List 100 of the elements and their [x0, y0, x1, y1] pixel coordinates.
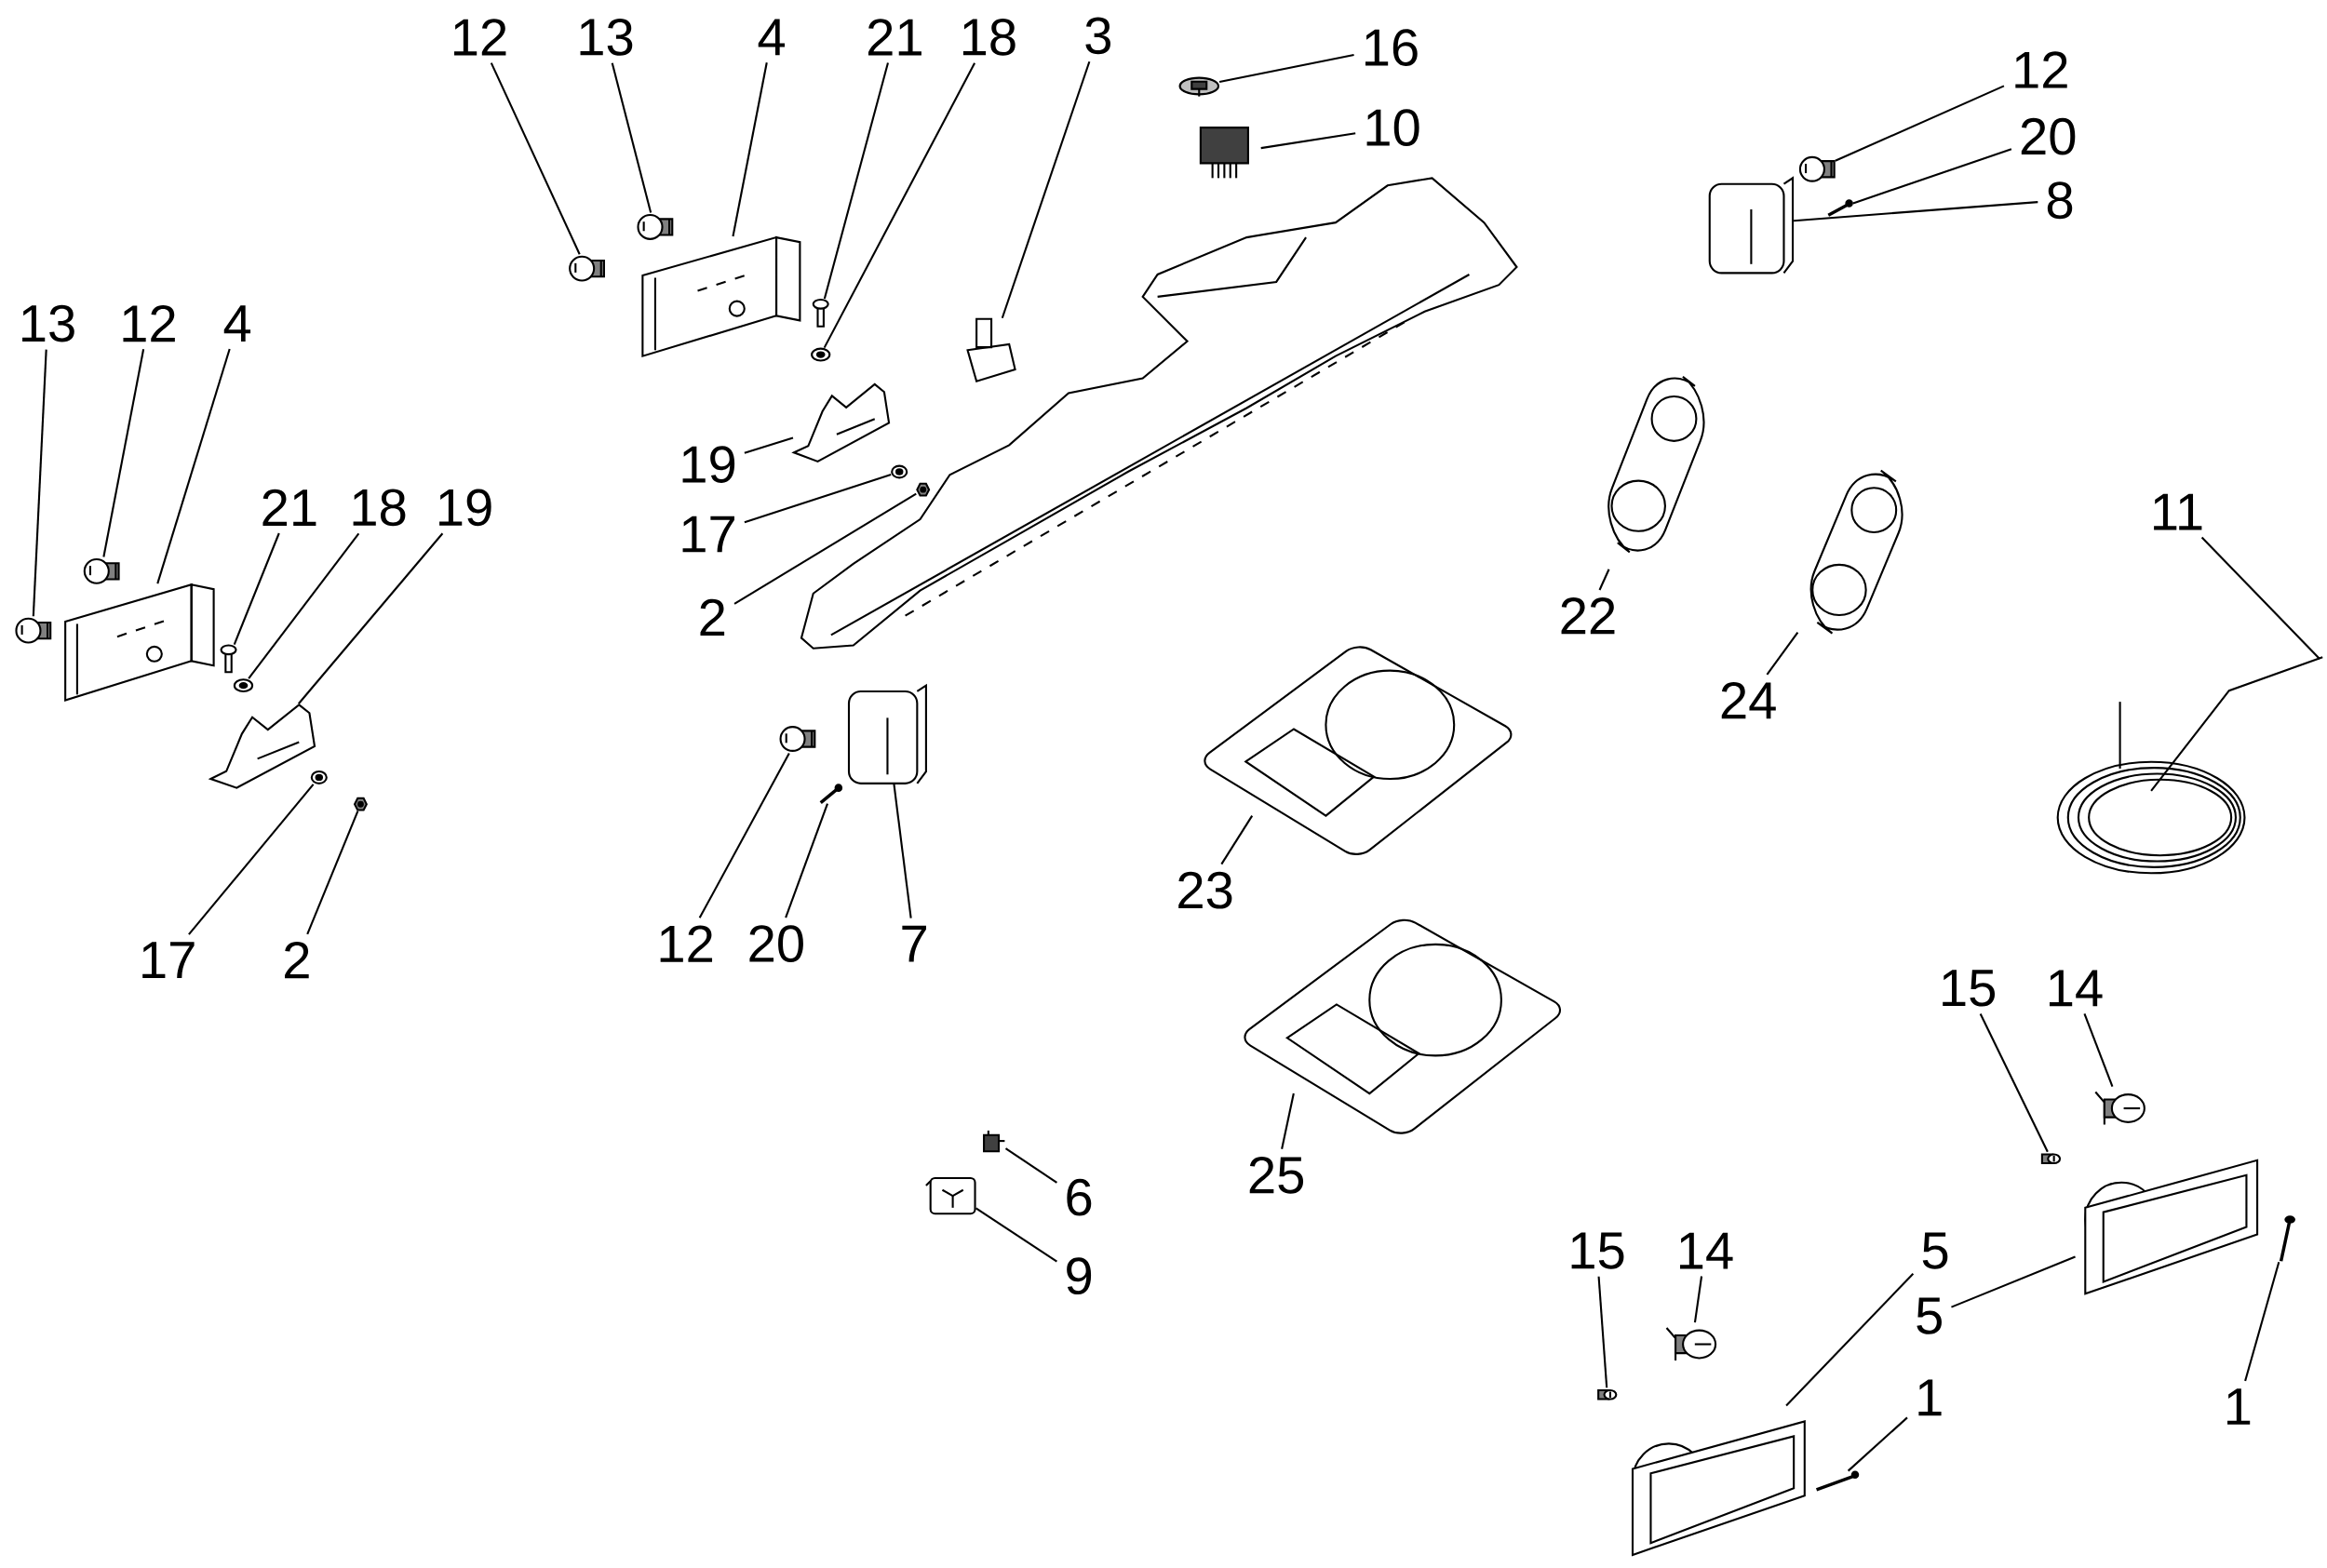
leader-line: [823, 62, 889, 300]
leader-line: [823, 62, 976, 348]
callout-number: 2: [700, 598, 725, 636]
relay-drawing: [925, 1176, 976, 1215]
leader-line: [248, 532, 360, 679]
leader-line: [102, 348, 145, 557]
plate-drawing: [1204, 646, 1513, 855]
pin-drawing: [2279, 1215, 2295, 1262]
callout-number: 11: [2154, 493, 2202, 530]
leader-line: [1281, 1092, 1295, 1149]
leader-line: [744, 473, 892, 524]
bulb-drawing: [1665, 1327, 1717, 1360]
plate-drawing: [1244, 918, 1562, 1134]
callout-number: 9: [1067, 1257, 1092, 1294]
bulb-drawing: [1798, 155, 1836, 182]
callout-number: 21: [262, 489, 316, 526]
callout-number: 18: [962, 18, 1016, 56]
pin-drawing: [1815, 1470, 1860, 1492]
callout-number: 1: [2227, 1388, 2251, 1425]
leader-line: [698, 752, 790, 918]
bulb-drawing: [569, 255, 605, 282]
leader-line: [156, 348, 231, 584]
callout-number: 12: [454, 19, 506, 56]
leader-line: [2244, 1261, 2280, 1382]
washer-drawing: [891, 464, 908, 479]
callout-number: 7: [902, 925, 926, 962]
leader-line: [1001, 60, 1091, 318]
callout-number: 14: [1680, 1232, 1733, 1269]
callout-number: 17: [142, 942, 195, 978]
clip-drawing: [983, 1130, 1005, 1153]
lamp-cover-drawing: [1708, 176, 1795, 275]
callout-number: 4: [223, 305, 251, 342]
bulb-drawing: [15, 617, 52, 644]
callout-number: 19: [439, 489, 491, 527]
leader-line: [1693, 1276, 1703, 1323]
callout-number: 14: [2050, 970, 2103, 1007]
leader-line: [1951, 1255, 2076, 1308]
leader-line: [306, 811, 359, 935]
leader-line: [893, 784, 912, 918]
headlamp-drawing: [2084, 1159, 2259, 1295]
leader-line: [1004, 1147, 1057, 1184]
leader-line: [785, 803, 828, 918]
callout-number: 2: [285, 941, 309, 979]
leader-line: [32, 349, 47, 617]
leader-line: [975, 1207, 1057, 1263]
bulb-drawing: [637, 213, 674, 240]
leader-line: [233, 532, 280, 645]
callout-number: 15: [1943, 970, 1996, 1007]
cap-drawing: [1178, 76, 1220, 97]
callout-number: 6: [1067, 1178, 1092, 1216]
callout-number: 12: [2015, 51, 2067, 88]
callout-number: 1: [1918, 1379, 1942, 1416]
leader-line: [1785, 1272, 1915, 1407]
callout-number: 8: [2047, 181, 2073, 220]
leader-line: [2083, 1012, 2114, 1087]
callout-number: 20: [2021, 117, 2076, 155]
washer-drawing: [310, 770, 328, 784]
leader-line: [1852, 148, 2012, 205]
washer-drawing: [233, 678, 254, 692]
callout-number: 12: [660, 925, 713, 962]
leader-line: [2200, 536, 2320, 660]
gasket-drawing: [1607, 375, 1705, 554]
leader-line: [490, 62, 581, 255]
pin-drawing: [819, 784, 843, 804]
callout-number: 3: [1085, 17, 1110, 55]
leader-line: [744, 436, 794, 454]
leader-line: [1979, 1013, 2049, 1153]
bulb-drawing: [2094, 1091, 2145, 1125]
gasket-drawing: [1809, 469, 1903, 635]
callout-number: 10: [1366, 109, 1419, 146]
leader-line: [1220, 814, 1254, 865]
callout-number: 12: [123, 304, 175, 342]
callout-number: 24: [1721, 681, 1776, 719]
leader-line: [188, 784, 315, 935]
relay-drawing: [1199, 126, 1249, 179]
leader-line: [1218, 53, 1354, 83]
callout-number: 25: [1249, 1156, 1304, 1194]
leader-line: [1847, 1416, 1908, 1472]
bulb-drawing: [2040, 1153, 2062, 1164]
callout-number: 5: [1917, 1297, 1942, 1334]
callout-number: 23: [1178, 871, 1232, 909]
callout-number: 15: [1571, 1232, 1624, 1269]
lamp-cover-drawing: [847, 683, 927, 784]
callout-number: 19: [682, 446, 735, 483]
callout-number: 13: [580, 18, 633, 56]
callout-number: 17: [682, 516, 734, 553]
bulb-drawing: [83, 557, 120, 584]
callout-number: 4: [758, 19, 786, 56]
callout-number: 5: [1922, 1232, 1948, 1269]
leader-line: [1260, 132, 1356, 149]
nut-drawing: [916, 482, 931, 497]
washer-drawing: [811, 347, 831, 362]
pin-drawing: [1827, 199, 1853, 217]
leader-line: [1598, 569, 1610, 591]
callout-number: 18: [353, 489, 406, 527]
leader-line: [732, 61, 768, 237]
callout-number: 20: [749, 925, 803, 962]
screw-drawing: [812, 298, 829, 328]
leader-line: [611, 62, 652, 213]
wiring-harness-drawing: [2056, 656, 2323, 875]
